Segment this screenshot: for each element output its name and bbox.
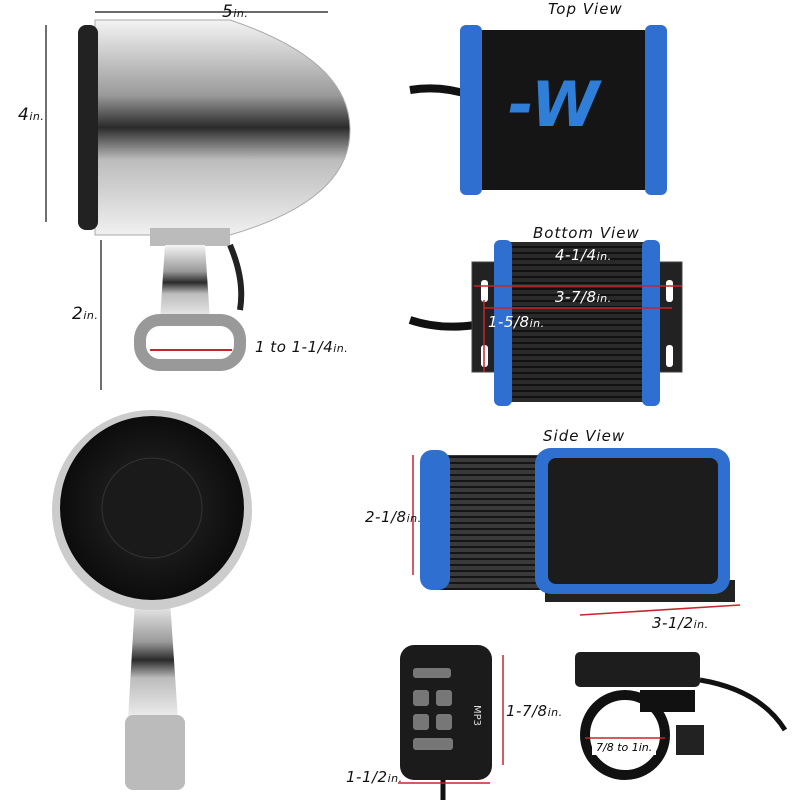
mount-height-label: 2in. [72, 304, 99, 324]
remote-mp3-label: MP3 [471, 704, 483, 727]
handlebar-clamp-label: 1 to 1-1/4in. [255, 338, 349, 356]
remote-clamp-label: 7/8 to 1in. [592, 740, 657, 755]
speaker-width-label: 5in. [222, 2, 249, 22]
speaker-side-image [78, 19, 351, 371]
bottom-length-label: 4-1/4in. [555, 246, 612, 264]
remote-width-label: 1-1/2in. [346, 768, 403, 786]
brand-logo: -W [508, 68, 600, 141]
side-length-label: 3-1/2in. [652, 614, 709, 632]
top-view-title: Top View [548, 0, 623, 18]
bottom-view-title: Bottom View [533, 224, 640, 242]
amplifier-top-view [409, 25, 667, 195]
side-view-title: Side View [543, 427, 626, 445]
bottom-depth-label: 1-5/8in. [488, 313, 545, 331]
speaker-front-image [52, 410, 252, 790]
amplifier-side-view [412, 448, 741, 616]
bottom-inner-length-label: 3-7/8in. [555, 288, 612, 306]
remote-control-image [398, 645, 504, 800]
amplifier-bottom-view [408, 240, 683, 406]
remote-clamp-image [575, 652, 788, 780]
remote-height-label: 1-7/8in. [506, 702, 563, 720]
speaker-height-label: 4in. [18, 105, 45, 125]
side-height-label: 2-1/8in. [365, 508, 422, 526]
dimension-lines [45, 11, 328, 390]
